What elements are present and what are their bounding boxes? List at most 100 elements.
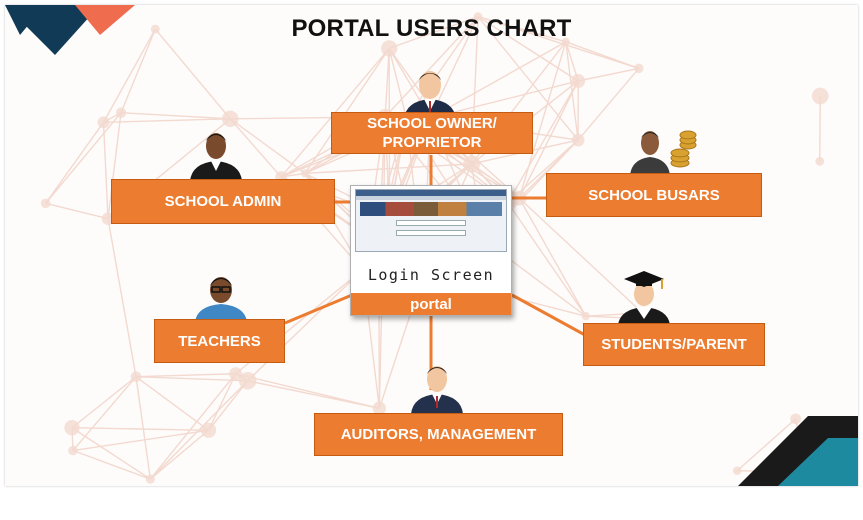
connector-students — [511, 293, 586, 337]
network-line — [45, 202, 109, 220]
login-screen-thumbnail — [355, 189, 507, 252]
network-line — [102, 122, 109, 219]
network-node — [300, 169, 310, 178]
user-label-school-busars: SCHOOL BUSARS — [588, 186, 720, 204]
network-line — [72, 429, 209, 452]
network-node — [64, 420, 80, 436]
network-node — [581, 311, 591, 321]
user-box-auditors: AUDITORS, MANAGEMENT — [314, 413, 563, 456]
network-node — [473, 12, 483, 21]
network-line — [120, 28, 156, 113]
network-line — [229, 118, 282, 178]
slide: PORTAL USERS CHART — [5, 5, 858, 486]
network-line — [135, 376, 152, 480]
network-node — [68, 445, 78, 456]
network-node — [811, 87, 829, 105]
network-line — [149, 429, 210, 480]
user-label-students-parent: STUDENTS/PARENT — [601, 336, 747, 353]
network-line — [149, 380, 249, 480]
network-line — [518, 139, 579, 199]
network-node — [372, 401, 387, 415]
network-node — [115, 107, 127, 118]
network-line — [507, 202, 587, 317]
network-line — [477, 16, 579, 82]
money-person-icon-busars — [630, 130, 697, 175]
network-node — [561, 37, 570, 46]
network-line — [304, 47, 390, 174]
page-title: PORTAL USERS CHART — [291, 15, 572, 42]
network-line — [304, 163, 472, 175]
network-line — [518, 197, 587, 317]
user-box-students-parent: STUDENTS/PARENT — [583, 323, 765, 366]
network-line — [103, 118, 231, 124]
user-label-teachers: TEACHERS — [178, 332, 261, 350]
network-line — [578, 67, 639, 82]
network-node — [222, 110, 239, 128]
network-line — [72, 449, 151, 480]
network-line — [71, 427, 209, 431]
network-line — [135, 373, 236, 378]
network-node — [634, 63, 644, 74]
network-node — [790, 413, 802, 425]
login-screen-text: Login Screen — [367, 266, 495, 284]
network-node — [40, 198, 51, 209]
network-line — [102, 28, 156, 123]
network-line — [507, 80, 579, 203]
network-line — [135, 376, 248, 382]
network-line — [565, 41, 579, 141]
businessman-icon-owner — [404, 71, 456, 119]
connector-teachers — [284, 293, 353, 325]
user-label-school-owner: SCHOOL OWNER/ PROPRIETOR — [367, 115, 497, 151]
network-node — [381, 40, 398, 57]
user-box-school-admin: SCHOOL ADMIN — [111, 179, 335, 224]
network-line — [388, 15, 479, 50]
network-line — [120, 111, 231, 120]
network-line — [107, 112, 122, 219]
network-node — [238, 372, 257, 390]
network-node — [463, 155, 481, 173]
user-label-school-admin: SCHOOL ADMIN — [164, 193, 282, 210]
network-line — [388, 48, 408, 119]
network-node — [815, 156, 825, 166]
network-line — [736, 418, 797, 472]
network-line — [384, 16, 479, 118]
network-line — [235, 373, 380, 409]
network-node — [229, 367, 243, 381]
network-line — [207, 373, 237, 431]
network-node — [97, 116, 110, 129]
user-box-school-busars: SCHOOL BUSARS — [546, 173, 762, 217]
network-node — [571, 133, 585, 147]
network-node — [201, 422, 217, 438]
network-node — [732, 466, 742, 476]
network-line — [71, 376, 137, 429]
corner-decoration-bottom-right — [738, 416, 858, 486]
network-node — [150, 24, 160, 34]
portal-label: portal — [351, 293, 511, 315]
network-node — [571, 74, 586, 88]
glasses-person-icon-teachers — [195, 277, 247, 322]
user-box-teachers: TEACHERS — [154, 319, 285, 363]
network-node — [130, 371, 142, 383]
network-line — [477, 15, 640, 70]
network-line — [107, 218, 137, 377]
network-line — [477, 16, 579, 141]
network-node — [145, 474, 155, 484]
network-line — [154, 28, 231, 120]
businessman-icon-auditors — [411, 366, 463, 414]
network-line — [208, 380, 249, 431]
user-label-auditors: AUDITORS, MANAGEMENT — [340, 426, 537, 443]
network-line — [72, 376, 137, 451]
network-line — [518, 80, 579, 199]
network-line — [577, 67, 640, 141]
user-box-school-owner: SCHOOL OWNER/ PROPRIETOR — [331, 112, 533, 154]
network-line — [45, 112, 122, 204]
portal-login-card: Login Screen portal — [350, 185, 512, 316]
corner-decoration-top-left — [5, 5, 135, 55]
network-line — [518, 197, 643, 314]
network-line — [430, 80, 579, 119]
network-line — [149, 373, 237, 480]
businessman-icon-admin — [190, 133, 242, 181]
network-line — [135, 376, 209, 431]
graduate-icon-students — [618, 271, 670, 325]
network-line — [45, 121, 105, 204]
